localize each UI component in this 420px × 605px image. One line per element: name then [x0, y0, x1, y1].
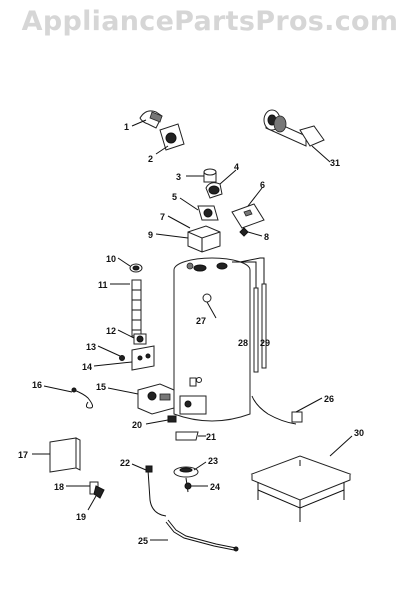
callout-24: 24	[210, 482, 220, 492]
callout-31: 31	[330, 158, 340, 168]
callout-3: 3	[176, 172, 181, 182]
part-13-screw	[119, 355, 125, 361]
part-30-stand	[250, 455, 352, 522]
callout-26: 26	[324, 394, 334, 404]
callout-25: 25	[138, 536, 148, 546]
part-25-manifold	[165, 519, 239, 552]
part-20-fitting	[167, 415, 177, 423]
part-31-draft-hood	[263, 109, 325, 147]
callout-14: 14	[82, 362, 92, 372]
part-4-heat-trap	[205, 182, 223, 199]
callout-6: 6	[260, 180, 265, 190]
callouts: 1 2 3 4 5 6 7 9 8 10 11 12 13 14 15 16 1…	[18, 122, 364, 546]
callout-19: 19	[76, 512, 86, 522]
callout-15: 15	[96, 382, 106, 392]
callout-7: 7	[160, 212, 165, 222]
water-heater-tank	[173, 257, 251, 422]
callout-13: 13	[86, 342, 96, 352]
part-28-29-dip-tubes	[232, 257, 267, 373]
part-3-nipple	[203, 168, 217, 183]
callout-8-left-9: 9	[148, 230, 153, 240]
callout-22: 22	[120, 458, 130, 468]
part-5-gasket	[197, 205, 219, 221]
part-15-gas-valve	[137, 383, 175, 415]
part-10-cap	[129, 263, 143, 273]
part-21-shield	[175, 431, 199, 441]
callout-18: 18	[54, 482, 64, 492]
callout-2: 2	[148, 154, 153, 164]
part-1-vent-elbow	[139, 110, 163, 129]
callout-11: 11	[98, 280, 108, 290]
part-9-junction-box	[187, 225, 221, 253]
callout-16: 16	[32, 380, 42, 390]
callout-17: 17	[18, 450, 28, 460]
part-26-cord	[251, 395, 303, 425]
part-17-access-door	[49, 437, 81, 473]
part-22-pilot-tube	[145, 465, 167, 517]
part-14-bracket	[131, 345, 155, 371]
callout-29: 29	[260, 338, 270, 348]
callout-20: 20	[132, 420, 142, 430]
part-16-thermocouple	[71, 387, 94, 409]
callout-12: 12	[106, 326, 116, 336]
part-2-gasket	[159, 123, 185, 151]
watermark: AppliancePartsPros.com	[21, 6, 399, 37]
callout-23: 23	[208, 456, 218, 466]
part-11-anode-rod	[131, 279, 142, 337]
part-23-burner	[173, 466, 199, 478]
part-19-pilot	[93, 485, 105, 499]
callout-21: 21	[206, 432, 216, 442]
callout-30: 30	[354, 428, 364, 438]
callout-10: 10	[106, 254, 116, 264]
part-24-orifice	[184, 477, 192, 493]
callout-4: 4	[234, 162, 239, 172]
callout-8: 8	[264, 232, 269, 242]
callout-27: 27	[196, 316, 206, 326]
leader-lines	[32, 119, 353, 541]
callout-28: 28	[238, 338, 248, 348]
part-8-nut	[239, 227, 249, 237]
part-6-plate	[231, 203, 265, 229]
callout-1: 1	[124, 122, 129, 132]
part-12-knob	[133, 333, 147, 345]
callout-5: 5	[172, 192, 177, 202]
